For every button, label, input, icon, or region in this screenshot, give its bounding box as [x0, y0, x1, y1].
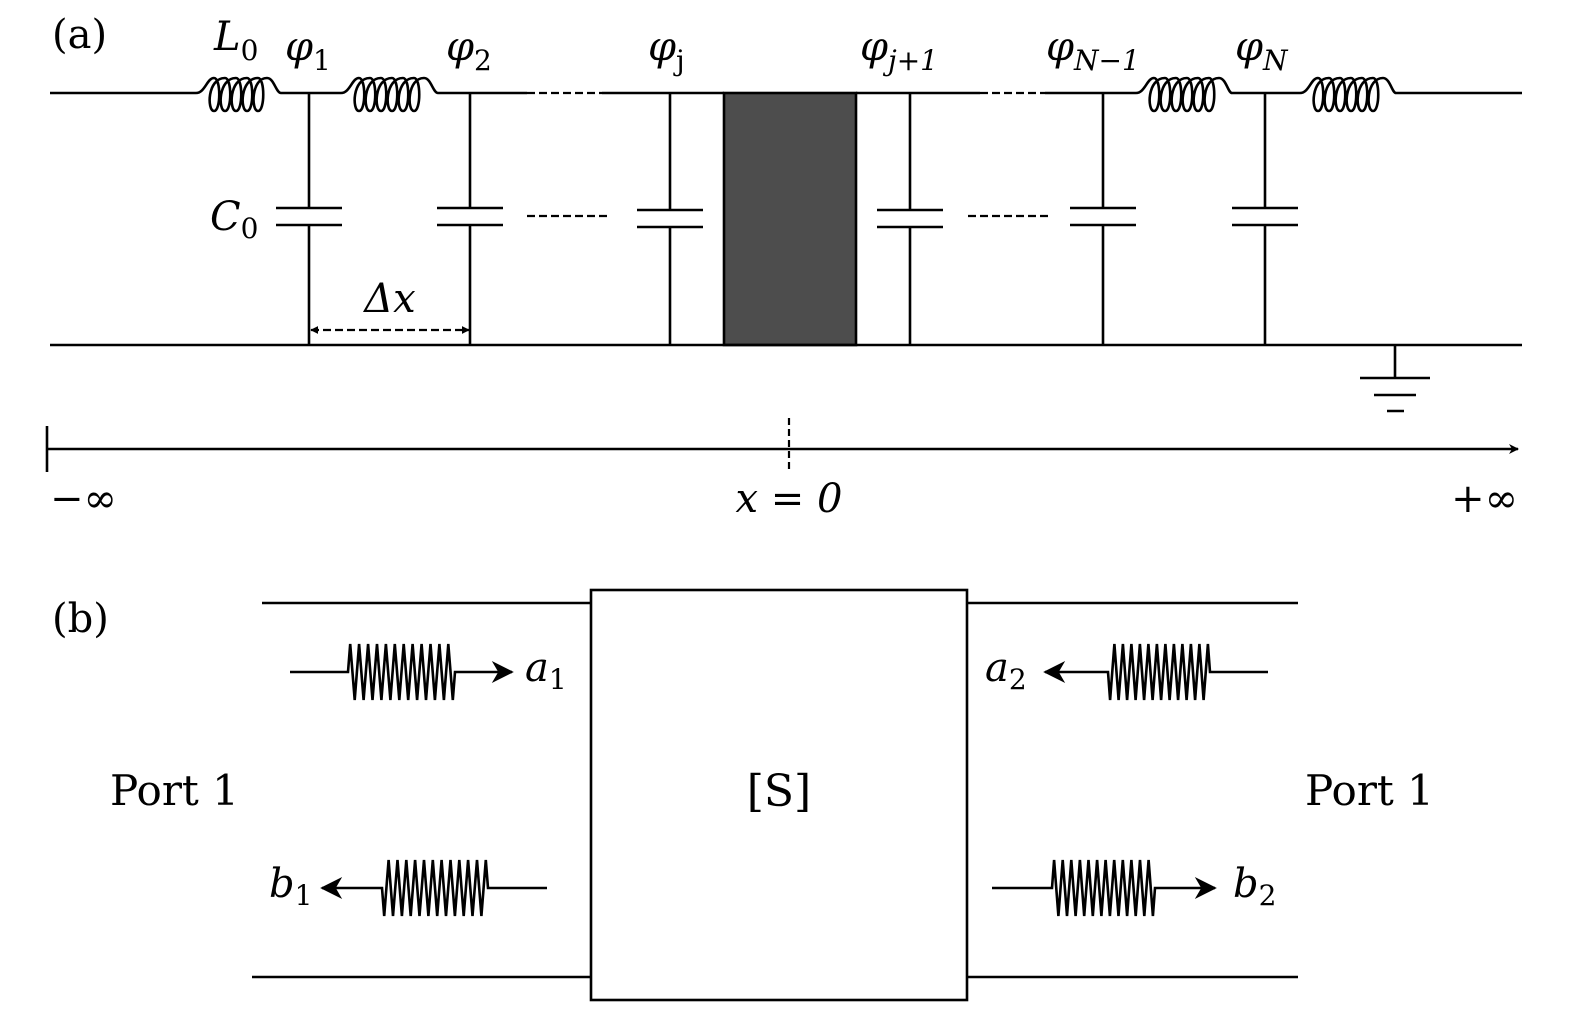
- inductor-1: [195, 76, 282, 113]
- node-label-j: φj: [648, 24, 685, 77]
- node-label-2: φ2: [446, 24, 492, 77]
- panel-b: (b) [S] Port 1 Port 1 a1 b1 a2 b2: [52, 588, 1434, 1002]
- axis-center-label: x = 0: [736, 476, 843, 522]
- wave-label-b1: b1: [269, 861, 312, 912]
- panel-b-label: (b): [52, 596, 109, 642]
- scatterer-block: [722, 91, 858, 347]
- axis-right-label: +∞: [1451, 476, 1518, 522]
- panel-a: (a) L0: [45, 12, 1522, 522]
- scattering-matrix-label: [S]: [747, 766, 811, 817]
- capacitor-branch-n-minus-1: [1070, 93, 1136, 345]
- reflected-wave-b1-arrow: [320, 859, 547, 917]
- wave-label-b2: b2: [1233, 861, 1276, 912]
- node-label-j-plus-1: φj+1: [860, 24, 938, 77]
- capacitor-branch-j-plus-1: [877, 93, 943, 345]
- capacitor-branch-2: [437, 93, 503, 345]
- right-port-label: Port 1: [1305, 766, 1434, 815]
- node-label-n: φN: [1235, 24, 1289, 77]
- capacitor-branch-j: [637, 93, 703, 345]
- inductor-3: [1135, 76, 1233, 113]
- wave-label-a2: a2: [985, 645, 1027, 696]
- axis-left-label: −∞: [50, 476, 117, 522]
- panel-a-label: (a): [52, 12, 107, 58]
- scattering-matrix-box: [589, 588, 969, 1002]
- node-label-n-minus-1: φN−1: [1046, 24, 1140, 77]
- left-port-label: Port 1: [110, 766, 239, 815]
- node-label-1: φ1: [285, 24, 331, 77]
- inductor-label: L0: [213, 14, 258, 67]
- ground-symbol: [1360, 345, 1430, 413]
- inductor-4: [1299, 76, 1397, 113]
- inductor-2: [340, 76, 439, 113]
- capacitor-label: C0: [210, 194, 258, 245]
- capacitor-branch-1: [276, 93, 342, 345]
- transmitted-wave-b2-arrow: [992, 859, 1217, 917]
- incident-wave-a2-arrow: [1043, 643, 1268, 701]
- incident-wave-a1-arrow: [290, 643, 514, 701]
- capacitor-branch-n: [1232, 93, 1298, 345]
- position-axis: [45, 418, 1519, 472]
- spacing-label: Δx: [362, 276, 415, 322]
- wave-label-a1: a1: [525, 645, 567, 696]
